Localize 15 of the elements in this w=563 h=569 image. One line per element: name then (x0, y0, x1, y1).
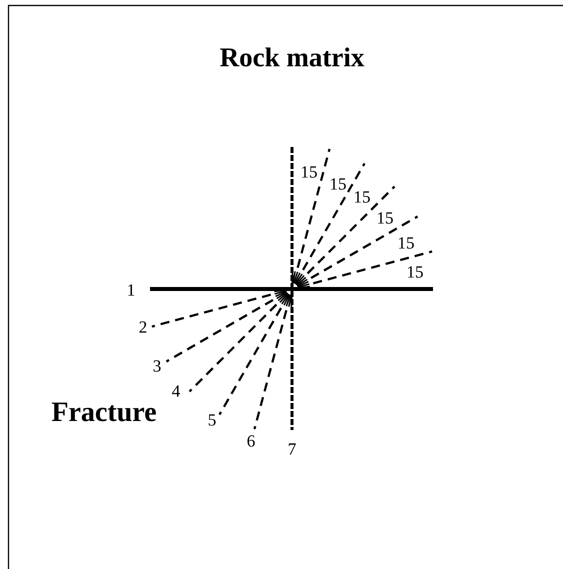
ray-number: 3 (154, 360, 161, 372)
angle-label: 15 (399, 237, 414, 249)
angle-label: 15 (331, 178, 346, 190)
ray-number: 4 (172, 385, 180, 397)
angle-label: 15 (378, 212, 393, 224)
ray-number: 1 (128, 284, 134, 296)
angle-label: 15 (302, 166, 317, 178)
title: Rock matrix (220, 48, 364, 66)
angle-label: 15 (355, 191, 370, 203)
ray-number: 7 (288, 443, 296, 455)
ray-number: 6 (248, 435, 255, 447)
ray-number: 2 (140, 321, 146, 333)
ray-number: 5 (208, 414, 216, 426)
angle-label: 15 (408, 266, 423, 278)
fracture-label: Fracture (52, 402, 156, 422)
